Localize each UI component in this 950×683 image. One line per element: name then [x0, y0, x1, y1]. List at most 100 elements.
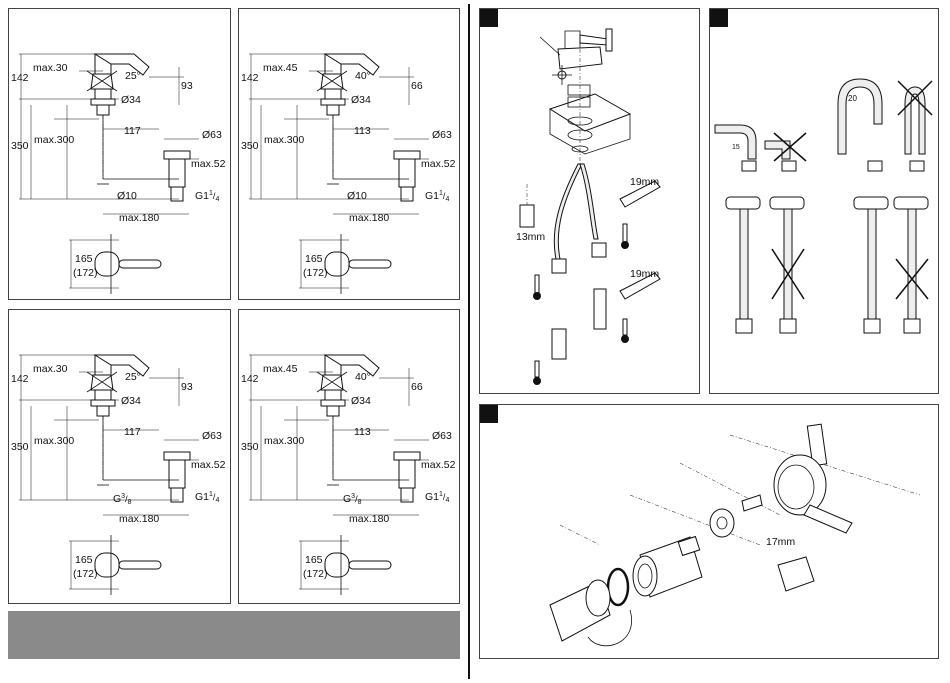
height-350-label: 350	[11, 441, 29, 453]
max300-label: max.300	[34, 435, 74, 447]
drain-depth-label: max.52	[191, 158, 226, 170]
faucet-spout	[93, 53, 150, 76]
spout-height-label: 66	[411, 381, 423, 393]
max300-label: max.300	[264, 435, 304, 447]
drain-thread-label: G11/4	[425, 190, 449, 203]
height-142-label: 142	[241, 72, 259, 84]
drain-thread-label: G11/4	[195, 491, 219, 504]
wrench-upper-label: 19mm	[630, 176, 659, 188]
reach-label: max.45	[263, 363, 298, 375]
drain-pop-up	[163, 451, 191, 461]
reach-label: max.30	[33, 363, 68, 375]
faucet-spout	[323, 53, 380, 76]
straight-hoses	[725, 196, 929, 334]
plan-view-body	[324, 552, 350, 578]
step-marker	[480, 9, 498, 27]
plan-view-body	[94, 251, 120, 277]
drain-pop-up	[163, 150, 191, 160]
height-350-label: 350	[11, 140, 29, 152]
max300-label: max.300	[264, 134, 304, 146]
faucet-spout	[93, 354, 150, 377]
max180-label: max.180	[119, 212, 159, 224]
drain-thread-label: G11/4	[195, 190, 219, 203]
hose-u-bend-ok	[837, 78, 883, 155]
drain-depth-label: max.52	[191, 459, 226, 471]
height-350-label: 350	[241, 441, 259, 453]
drain-diameter-label: Ø63	[202, 129, 222, 141]
width-165-label: 165	[75, 253, 93, 265]
angle-label: 40°	[355, 70, 371, 82]
page-divider	[468, 4, 470, 679]
spout-height-label: 93	[181, 381, 193, 393]
spout-height-label: 66	[411, 80, 423, 92]
spout-reach-label: 113	[354, 426, 371, 438]
base-diameter-label: Ø34	[351, 94, 371, 106]
width-165-label: 165	[305, 253, 323, 265]
faucet-spout	[323, 354, 380, 377]
drain-pop-up	[393, 451, 421, 461]
spout-reach-label: 117	[124, 426, 141, 438]
flex-hose-left	[553, 163, 583, 260]
handle-spout-arm	[803, 504, 853, 534]
hose-diameter-label: Ø10	[347, 190, 367, 202]
angle-valve-lower	[593, 288, 607, 330]
plan-view-body	[94, 552, 120, 578]
socket-17-label: 17mm	[766, 536, 795, 548]
angle-valve-left	[551, 258, 567, 274]
socket-label: 13mm	[516, 231, 545, 243]
installation-drawing: 13mm 19mm 19mm	[516, 28, 661, 385]
o-ring	[606, 567, 630, 607]
drain-diameter-label: Ø63	[202, 430, 222, 442]
flex-hose-right	[579, 163, 599, 240]
bend-radius-large: 20	[848, 94, 857, 103]
hose-thread-label: G3/8	[343, 493, 362, 506]
max180-label: max.180	[349, 513, 389, 525]
handle-body	[773, 454, 827, 516]
socket-tool	[519, 204, 535, 228]
drain-pop-up	[393, 150, 421, 160]
width-172-label: (172)	[303, 267, 328, 279]
wrench-lower	[619, 272, 661, 300]
cartridge-drawing: 17mm	[549, 423, 921, 647]
socket-17-icon	[777, 556, 815, 592]
cartridge-panel: 17mm	[479, 404, 939, 659]
reach-label: max.45	[263, 62, 298, 74]
hose-drawing: 15 20	[714, 78, 933, 334]
base-diameter-label: Ø34	[121, 94, 141, 106]
drain-diameter-label: Ø63	[432, 129, 452, 141]
height-350-label: 350	[241, 140, 259, 152]
width-165-label: 165	[75, 554, 93, 566]
wrench-upper	[619, 180, 661, 208]
drain-diameter-label: Ø63	[432, 430, 452, 442]
drain-thread-label: G11/4	[425, 491, 449, 504]
angle-valve-right	[591, 242, 607, 258]
hose-bending-panel: 15 20	[709, 8, 939, 394]
height-142-label: 142	[11, 373, 29, 385]
max180-label: max.180	[119, 513, 159, 525]
hose-thread-label: G3/8	[113, 493, 132, 506]
spout-height-label: 93	[181, 80, 193, 92]
spout-reach-label: 113	[354, 125, 371, 137]
angle-label: 25°	[125, 70, 141, 82]
hose-nut	[741, 160, 925, 172]
hose-bend-wrong	[764, 140, 791, 160]
width-172-label: (172)	[73, 267, 98, 279]
angle-label: 25°	[125, 371, 141, 383]
step-marker	[710, 9, 728, 27]
width-172-label: (172)	[73, 568, 98, 580]
height-142-label: 142	[11, 72, 29, 84]
installation-panel: 13mm 19mm 19mm	[479, 8, 700, 394]
faucet-spout	[579, 34, 609, 46]
drain-depth-label: max.52	[421, 459, 456, 471]
angle-label: 40°	[355, 371, 371, 383]
bend-radius-small: 15	[732, 144, 740, 151]
reach-label: max.30	[33, 62, 68, 74]
plan-view-body	[324, 251, 350, 277]
